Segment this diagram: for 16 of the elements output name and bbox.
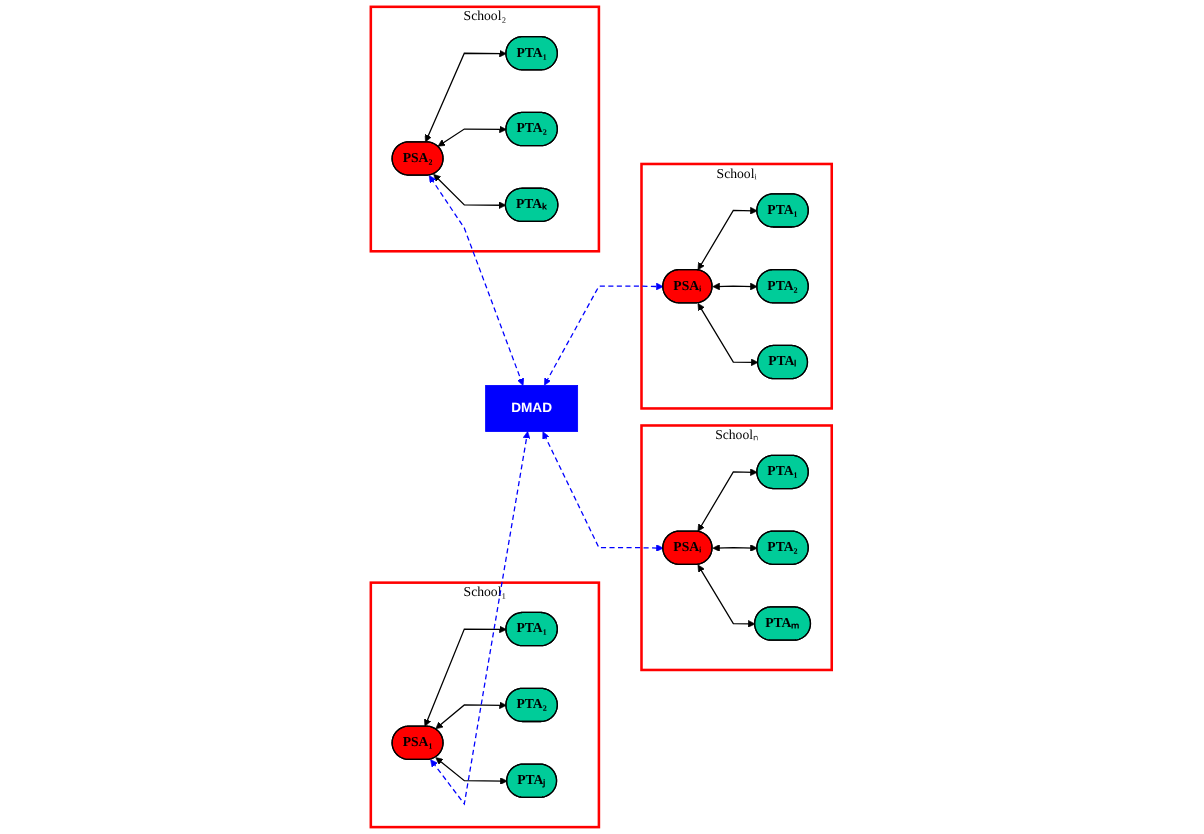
arrow	[713, 544, 759, 552]
arrow	[436, 701, 508, 730]
arrow	[543, 431, 665, 552]
arrow	[698, 564, 757, 628]
arrow	[425, 49, 508, 143]
arrow	[429, 175, 525, 386]
arrow	[698, 207, 759, 271]
arrow	[544, 282, 665, 386]
arrow	[436, 757, 509, 785]
arrow	[698, 468, 759, 532]
arrow	[434, 174, 507, 209]
arrow	[698, 303, 760, 367]
arrow	[424, 625, 508, 727]
arrow	[438, 125, 508, 147]
arrow	[713, 282, 759, 291]
arrow	[431, 431, 531, 806]
